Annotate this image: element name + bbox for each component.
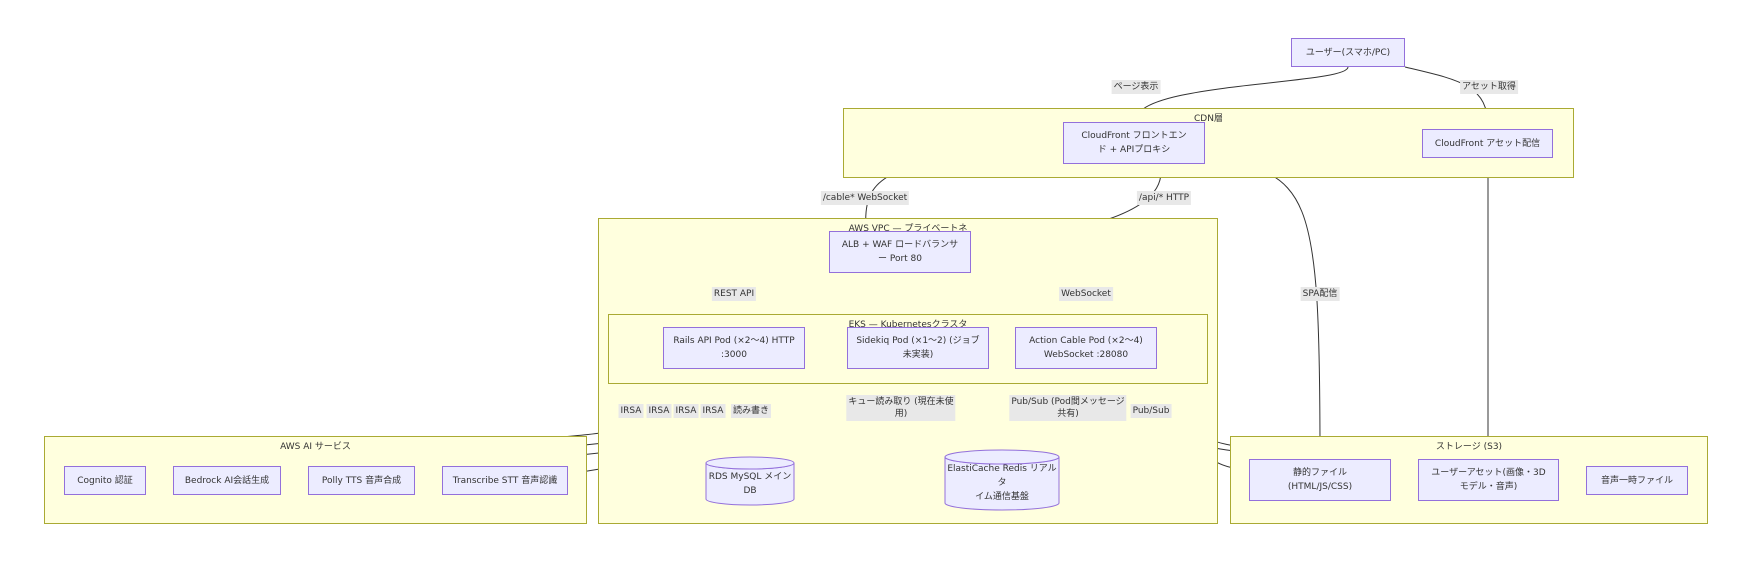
edge-label-api-http: /api/* HTTP <box>1136 191 1192 205</box>
node-rails-pod[interactable]: Rails API Pod (×2〜4) HTTP :3000 <box>663 327 805 369</box>
node-cloudfront-frontend[interactable]: CloudFront フロントエン ド + APIプロキシ <box>1063 122 1205 164</box>
node-cloudfront-frontend-label: CloudFront フロントエン ド + APIプロキシ <box>1081 131 1187 155</box>
node-elasticache-redis-label: ElastiCache Redis リアルタ イム通信基盤 <box>947 464 1057 502</box>
edge-label-pubsub-cable: Pub/Sub (Pod間メッセージ 共有) <box>1009 395 1127 421</box>
cluster-storage-title: ストレージ (S3) <box>1435 442 1503 452</box>
node-cloudfront-asset[interactable]: CloudFront アセット配信 <box>1422 129 1553 158</box>
node-rds-mysql-label: RDS MySQL メインDB <box>708 472 792 496</box>
node-action-cable-pod[interactable]: Action Cable Pod (×2〜4) WebSocket :28080 <box>1015 327 1157 369</box>
cluster-vpc-title: AWS VPC — プライベートネ <box>848 224 968 234</box>
cluster-eks-title: EKS — Kubernetesクラスタ <box>848 320 968 330</box>
node-bedrock[interactable]: Bedrock AI会話生成 <box>173 466 281 495</box>
node-cognito-label: Cognito 認証 <box>77 475 133 486</box>
cluster-cdn: CDN層 <box>843 108 1574 178</box>
edge-label-rest-api: REST API <box>711 287 757 301</box>
node-user[interactable]: ユーザー(スマホ/PC) <box>1291 38 1405 67</box>
node-user-assets-label: ユーザーアセット(画像・3D モデル・音声) <box>1431 468 1546 492</box>
node-cognito[interactable]: Cognito 認証 <box>64 466 146 495</box>
node-rails-pod-label: Rails API Pod (×2〜4) HTTP :3000 <box>673 336 795 360</box>
node-audio-temp-label: 音声一時ファイル <box>1600 475 1673 486</box>
node-transcribe[interactable]: Transcribe STT 音声認識 <box>442 466 568 495</box>
edge-label-queue-read: キュー読み取り (現在未使 用) <box>846 395 956 421</box>
node-action-cable-pod-label: Action Cable Pod (×2〜4) WebSocket :28080 <box>1029 336 1143 360</box>
node-elasticache-redis[interactable]: ElastiCache Redis リアルタ イム通信基盤 <box>944 449 1060 511</box>
node-cloudfront-asset-label: CloudFront アセット配信 <box>1434 138 1541 149</box>
cluster-cdn-title: CDN層 <box>1194 114 1223 124</box>
node-user-label: ユーザー(スマホ/PC) <box>1305 47 1391 58</box>
edge-cf-front-to-static <box>1204 155 1324 458</box>
edge-label-read-write: 読み書き <box>730 404 772 418</box>
edge-label-page-view: ページ表示 <box>1111 80 1161 94</box>
node-bedrock-label: Bedrock AI会話生成 <box>184 475 270 486</box>
node-alb-label: ALB + WAF ロードバランサ ー Port 80 <box>841 240 959 264</box>
edge-label-asset-get: アセット取得 <box>1460 80 1518 94</box>
node-sidekiq-pod[interactable]: Sidekiq Pod (×1〜2) (ジョブ 未実装) <box>847 327 989 369</box>
node-static-files-label: 静的ファイル (HTML/JS/CSS) <box>1287 468 1353 492</box>
node-audio-temp[interactable]: 音声一時ファイル <box>1586 466 1688 495</box>
node-static-files[interactable]: 静的ファイル (HTML/JS/CSS) <box>1249 459 1391 501</box>
node-transcribe-label: Transcribe STT 音声認識 <box>452 475 558 486</box>
node-rds-mysql[interactable]: RDS MySQL メインDB <box>705 456 795 506</box>
edge-label-spa: SPA配信 <box>1300 287 1340 301</box>
edge-user-to-cf-front <box>1132 66 1349 121</box>
cluster-ai-title: AWS AI サービス <box>280 442 351 452</box>
node-polly-label: Polly TTS 音声合成 <box>321 475 402 486</box>
edge-label-irsa-bedrock: IRSA <box>646 404 672 418</box>
node-polly[interactable]: Polly TTS 音声合成 <box>308 466 415 495</box>
edge-label-irsa-polly: IRSA <box>673 404 699 418</box>
node-sidekiq-pod-label: Sidekiq Pod (×1〜2) (ジョブ 未実装) <box>856 336 980 360</box>
edge-label-websocket: WebSocket <box>1059 287 1113 301</box>
edge-label-cable-ws: /cable* WebSocket <box>820 191 910 205</box>
edge-label-irsa-transcribe: IRSA <box>700 404 726 418</box>
edge-label-pubsub: Pub/Sub <box>1130 404 1172 418</box>
node-user-assets[interactable]: ユーザーアセット(画像・3D モデル・音声) <box>1418 459 1559 501</box>
database-cylinder-icon <box>705 456 795 506</box>
edge-label-irsa-cognito: IRSA <box>618 404 644 418</box>
node-alb[interactable]: ALB + WAF ロードバランサ ー Port 80 <box>829 231 971 273</box>
cache-cylinder-icon <box>944 449 1060 511</box>
